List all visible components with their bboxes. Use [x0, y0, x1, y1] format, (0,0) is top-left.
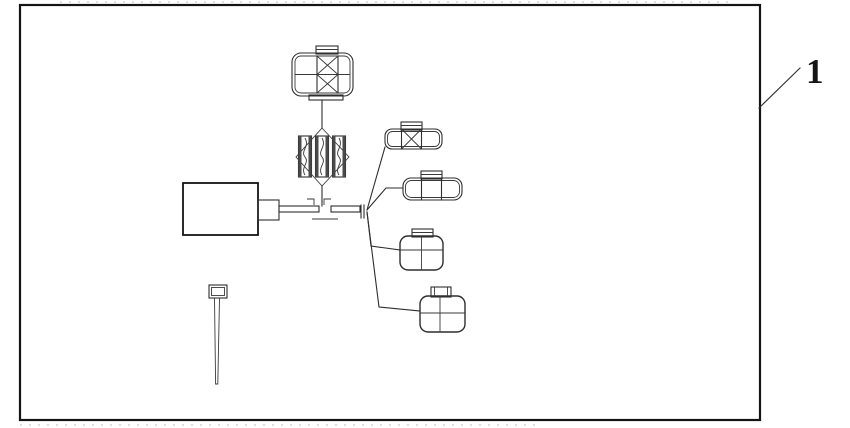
control-unit: [182, 182, 280, 236]
fuse-band-right: [308, 136, 312, 177]
fuse-element-wave: [337, 137, 341, 176]
connector-b-inner: [405, 180, 460, 198]
fuse-cartridge: [297, 135, 313, 178]
control-unit-body: [182, 182, 259, 236]
figure-label: 1: [806, 52, 824, 91]
cable-tie: [208, 284, 228, 385]
branch-connector-a: [384, 121, 443, 150]
harness-trunk: [278, 198, 365, 220]
fuse-holder: [295, 127, 350, 207]
connector-c-tab: [411, 228, 434, 238]
drawing-frame: [18, 3, 762, 422]
branch-wire-b: [366, 187, 404, 211]
connector-d-tab: [430, 286, 452, 298]
branch-connector-c: [399, 228, 444, 271]
connector-b-tab: [420, 170, 443, 180]
branch-connector-b: [402, 170, 463, 201]
fuse-cartridge: [331, 135, 347, 178]
relay-connector: [291, 45, 354, 129]
connector-a-x-mark: [401, 128, 422, 150]
fuse-band-left: [315, 136, 319, 177]
branch-wires: [366, 146, 421, 312]
connector-a-inner: [387, 131, 440, 147]
branch-wire-d: [366, 211, 421, 312]
connector-a-outer: [384, 128, 443, 150]
fuse-band-left: [298, 136, 302, 177]
harness-sleeve-left: [278, 205, 320, 213]
connector-d-body: [419, 295, 466, 333]
cable-tie-head-inner: [211, 287, 225, 296]
branch-wire-c: [366, 211, 401, 251]
relay-top-tab: [315, 45, 339, 55]
relay-body-outer: [291, 52, 354, 97]
harness-clip-right: [323, 198, 331, 205]
fuse-element-wave: [320, 137, 324, 176]
connector-a-tab: [400, 121, 423, 131]
control-unit-connector: [257, 199, 280, 221]
relay-bottom-tab: [308, 94, 344, 101]
leader-line: [758, 67, 801, 109]
fuse-element-wave: [303, 137, 307, 176]
harness-sleeve-right: [330, 205, 361, 213]
fuse-band-left: [332, 136, 336, 177]
relay-x-marks: [316, 55, 339, 94]
branch-wire-a: [366, 146, 386, 211]
cable-tie-strap: [214, 297, 220, 385]
connector-b-outer: [402, 177, 463, 201]
harness-clip-left: [307, 198, 315, 205]
fuse-cartridge: [314, 135, 330, 178]
branch-connector-d: [419, 286, 466, 333]
fuse-band-right: [325, 136, 329, 177]
fuse-band-right: [342, 136, 346, 177]
